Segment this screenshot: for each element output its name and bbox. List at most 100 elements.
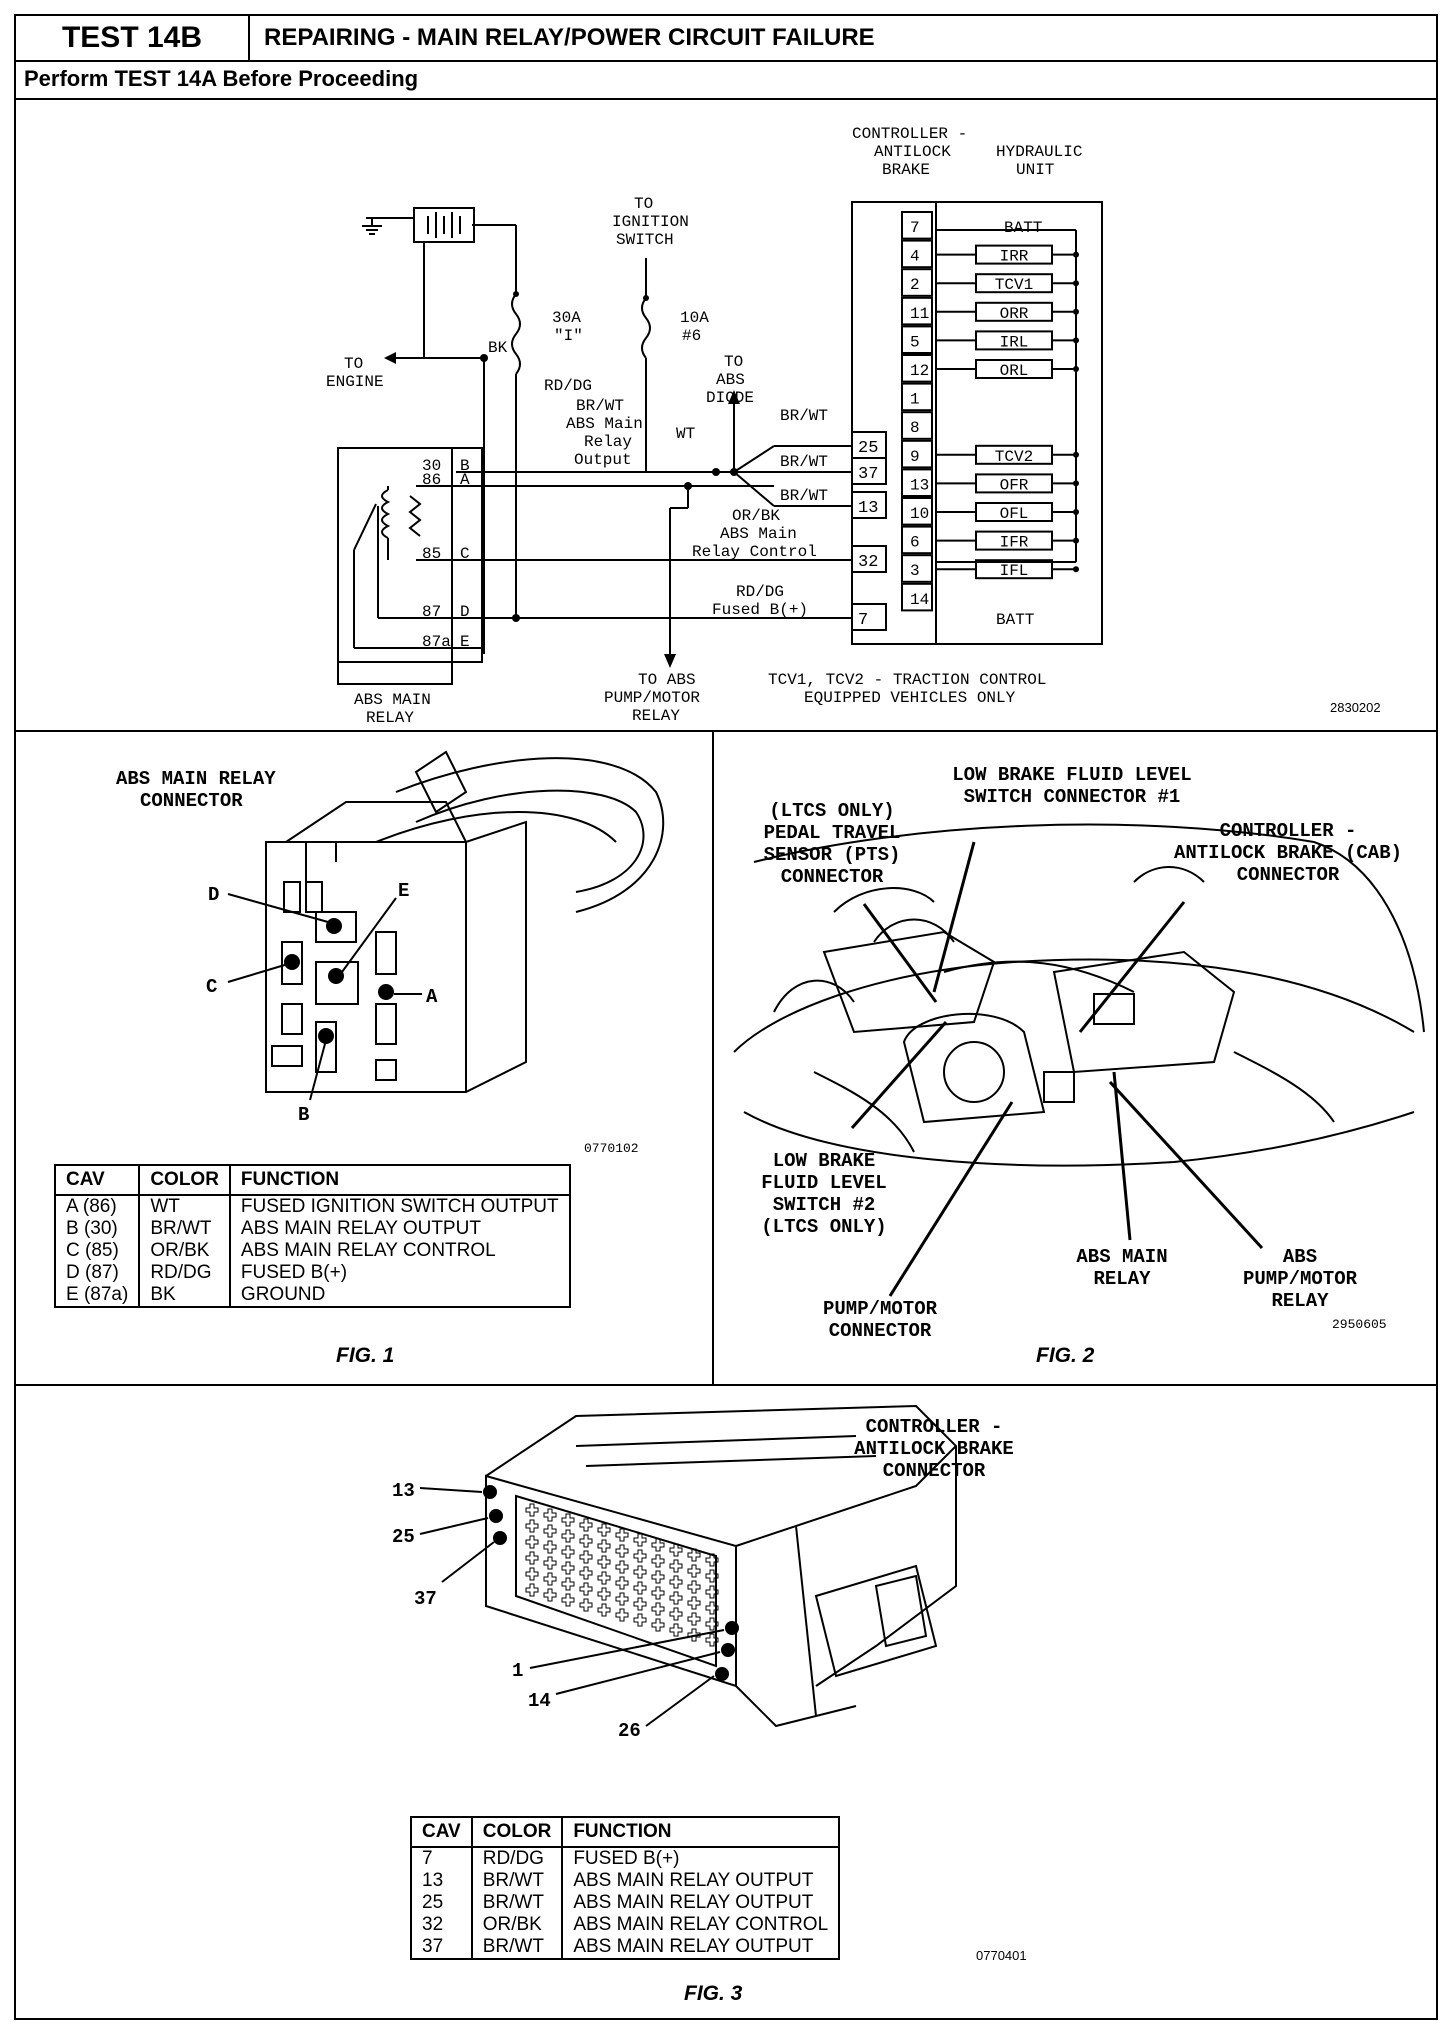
cell: FUSED B(+) (228, 1262, 570, 1284)
cab-cavity (615, 1560, 629, 1574)
controller-box (851, 201, 1103, 645)
pump-relay-label-fig2-1: ABS (1283, 1246, 1317, 1268)
solenoid-node (1073, 280, 1079, 287)
fig1-panel: ABS MAIN RELAY CONNECTOR D E C A B 07701… (16, 732, 714, 1386)
wire-bk-label: BK (488, 339, 508, 357)
fig3-col-function: FUNCTION (561, 1817, 840, 1848)
cab-cavity (633, 1581, 647, 1595)
page-title: REPAIRING - MAIN RELAY/POWER CIRCUIT FAI… (264, 24, 875, 51)
fig1-col-function: FUNCTION (228, 1165, 570, 1196)
cab-cavity (561, 1577, 575, 1591)
relay-pin-number: 87a (422, 633, 451, 651)
cab-pin-number: 7 (858, 611, 868, 630)
cab-cavity (633, 1613, 647, 1627)
cab-pin-number: 25 (858, 439, 878, 458)
hcu-pin-number: 1 (910, 391, 920, 409)
cab-cavity (615, 1544, 629, 1558)
relay-pin-letter: B (460, 457, 470, 475)
hcu-shape (902, 1012, 1046, 1124)
pin-label-25: 25 (392, 1526, 415, 1548)
cab-cavity (687, 1612, 701, 1626)
cell: GROUND (228, 1284, 570, 1307)
fig1-title-1: ABS MAIN RELAY (116, 768, 276, 790)
cab-pin-box (851, 431, 887, 459)
reservoir-shape (822, 930, 996, 1034)
cab-cavity (705, 1585, 719, 1599)
cell: BR/WT (470, 1870, 563, 1892)
cab-cavity (579, 1550, 593, 1564)
relay-pin-number: 87 (422, 603, 441, 621)
cell: 7 (422, 1848, 433, 1869)
cab-cavity (687, 1548, 701, 1562)
relay-pin-letter: A (460, 471, 470, 489)
cab-cavity (687, 1564, 701, 1578)
pin-label-1: 1 (512, 1660, 523, 1682)
fig3-col-color: COLOR (470, 1817, 563, 1848)
cell: ABS MAIN RELAY CONTROL (228, 1240, 570, 1262)
hcu-pin-number: 9 (910, 448, 920, 466)
hcu-pin-box (901, 354, 933, 383)
solenoid-label: ORL (1000, 362, 1029, 380)
cab-cavity (597, 1555, 611, 1569)
pump-conn-label-2: CONNECTOR (829, 1320, 932, 1342)
relay-pin-letter: C (460, 545, 470, 563)
cab-cavity (705, 1633, 719, 1647)
cavity-letter-e: E (398, 880, 409, 902)
cab-cavity (525, 1583, 539, 1597)
pin-label-26: 26 (618, 1720, 641, 1742)
hcu-pin-number: 5 (910, 333, 920, 351)
hcu-pin-box (901, 554, 933, 583)
pts-label-1: (LTCS ONLY) (769, 800, 894, 822)
relay-pin-letter: D (460, 603, 470, 621)
wire-rddg-label: RD/DG (544, 377, 592, 395)
fuse-10a-label-1: 10A (680, 309, 709, 327)
solenoid-label: IRL (1000, 333, 1029, 351)
hcu-pin-number: 8 (910, 419, 920, 437)
solenoid-node (1073, 337, 1079, 344)
engine-label-2: ENGINE (326, 373, 384, 391)
cab-cavity (705, 1569, 719, 1583)
hcu-pin-box (901, 411, 933, 440)
cab-cavity (705, 1601, 719, 1615)
hcu-batt-bottom: BATT (996, 611, 1034, 629)
wire-brwt-13: BR/WT (780, 487, 828, 505)
cab-cavity (651, 1602, 665, 1616)
solenoid-label: OFR (1000, 476, 1029, 494)
controller-label-3: BRAKE (882, 161, 930, 179)
cab-cavity (615, 1592, 629, 1606)
solenoid-label: ORR (1000, 305, 1029, 323)
cab-cavity (651, 1618, 665, 1632)
hcu-pin-number: 12 (910, 362, 929, 380)
controller-label-2: ANTILOCK (874, 143, 951, 161)
cab-cavity (579, 1598, 593, 1612)
cab-cavity (615, 1576, 629, 1590)
cell: B (30) (66, 1218, 118, 1239)
solenoid-node (1073, 509, 1079, 515)
hcu-pin-number: 6 (910, 534, 920, 552)
hcu-pin-box (901, 468, 933, 497)
header-bar: TEST 14B REPAIRING - MAIN RELAY/POWER CI… (16, 16, 1436, 62)
cab-cavity (687, 1596, 701, 1610)
hcu-pin-number: 7 (910, 219, 920, 237)
hcu-pin-number: 11 (910, 305, 929, 323)
main-relay-label-1: ABS MAIN (354, 691, 431, 709)
fluid2-label-1: LOW BRAKE (773, 1150, 876, 1172)
traction-note-2: EQUIPPED VEHICLES ONLY (804, 689, 1016, 707)
battery-shape (1052, 950, 1236, 1074)
solenoid-label: TCV2 (995, 448, 1033, 466)
relay-output-label-3: Relay (584, 433, 632, 451)
fig1-col-color: COLOR (138, 1165, 230, 1196)
cell: 32 (422, 1914, 444, 1935)
ignition-label-3: SWITCH (616, 231, 674, 249)
wire-wt-label: WT (676, 425, 695, 443)
cab-cavity (525, 1551, 539, 1565)
